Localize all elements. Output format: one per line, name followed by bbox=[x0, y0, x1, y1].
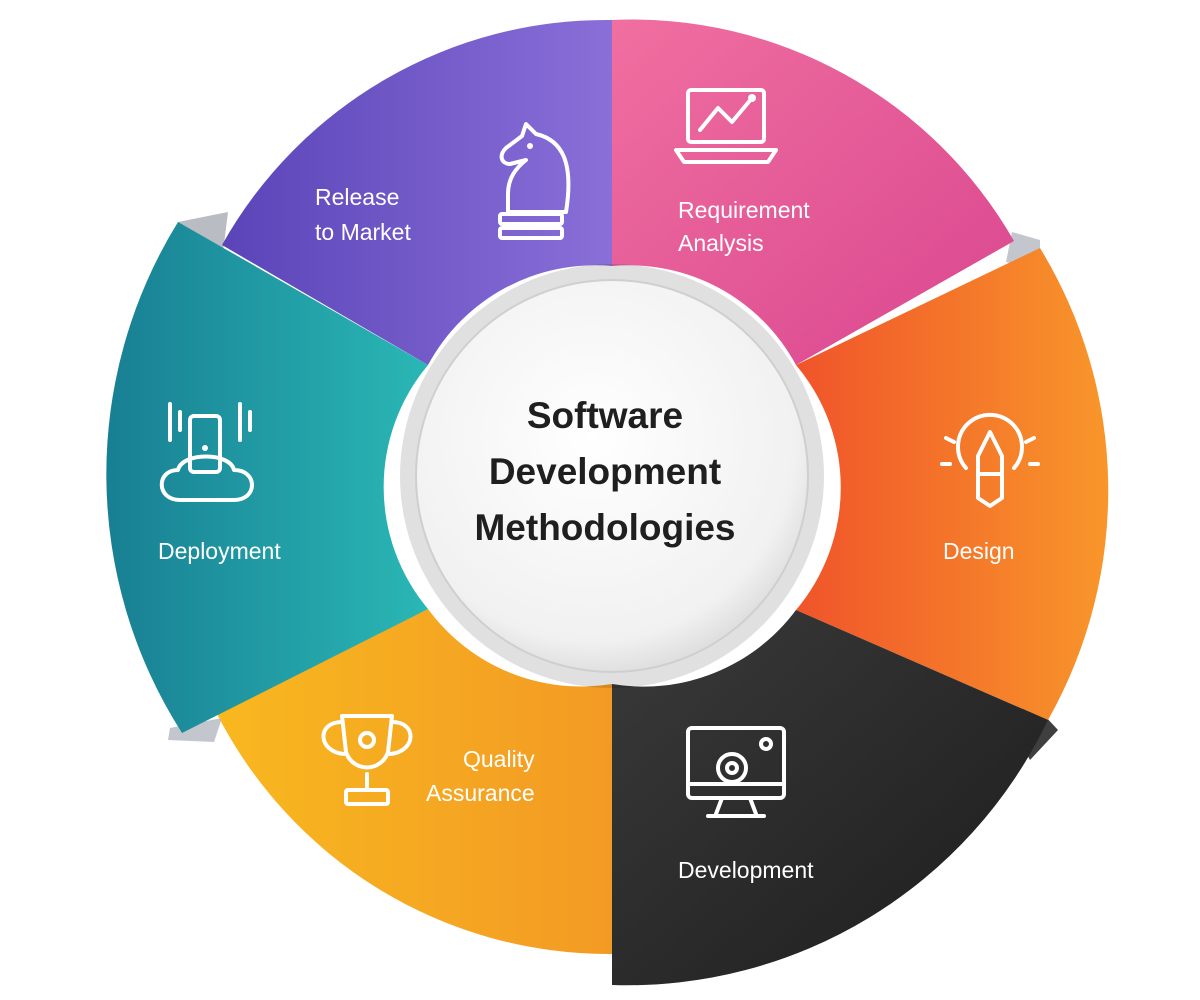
label-design: Design bbox=[943, 538, 1015, 564]
label-qa-line-1: Quality bbox=[463, 746, 535, 772]
monitor-gear-icon bbox=[686, 726, 786, 818]
fold-tab-deployment-bottom bbox=[168, 718, 222, 742]
segment-requirement-analysis bbox=[612, 19, 1014, 365]
label-requirement-line-1: Requirement bbox=[678, 197, 810, 223]
segment-development bbox=[612, 610, 1048, 986]
segment-deployment bbox=[106, 222, 428, 733]
label-requirement-line-2: Analysis bbox=[678, 230, 764, 256]
label-release-line-1: Release bbox=[315, 184, 399, 210]
trophy-icon bbox=[321, 714, 413, 806]
laptop-chart-icon bbox=[674, 88, 778, 164]
lightbulb-pencil-icon bbox=[940, 412, 1040, 508]
center-title-line-2: Development bbox=[489, 451, 721, 492]
label-qa-line-2: Assurance bbox=[426, 780, 535, 806]
center-title: Software Development Methodologies bbox=[474, 395, 735, 548]
center-title-line-3: Methodologies bbox=[474, 507, 735, 548]
phone-cloud-icon bbox=[159, 402, 254, 502]
segment-design bbox=[796, 248, 1109, 720]
chess-knight-icon bbox=[498, 122, 571, 240]
segment-quality-assurance bbox=[215, 609, 612, 955]
label-deployment: Deployment bbox=[158, 538, 281, 564]
label-release-line-2: to Market bbox=[315, 219, 411, 245]
label-development: Development bbox=[678, 857, 814, 883]
center-disc bbox=[415, 279, 809, 673]
segment-release-to-market bbox=[222, 19, 612, 365]
center-title-line-1: Software bbox=[527, 395, 683, 436]
